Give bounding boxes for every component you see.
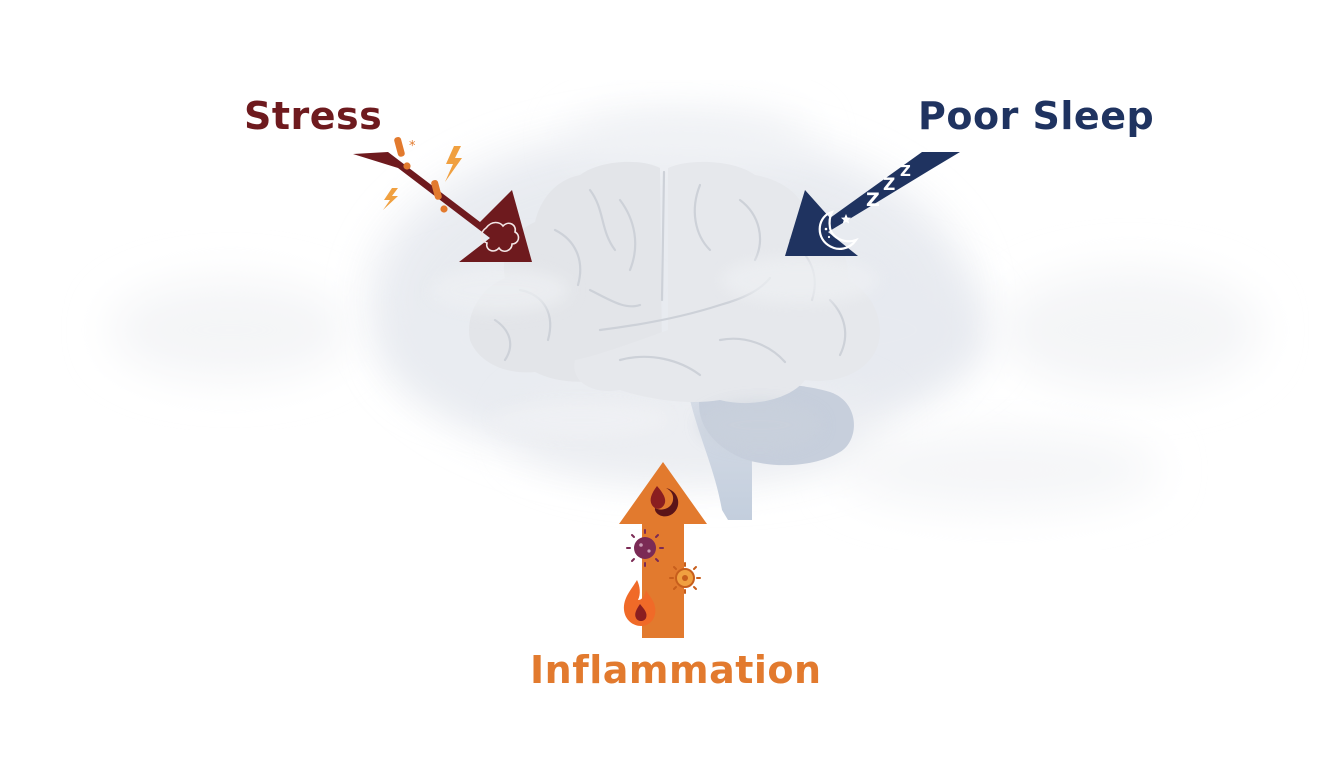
brain-left-hemisphere [469, 161, 662, 382]
flame-icon [623, 580, 656, 626]
lightning-icon [383, 188, 398, 210]
stress-arrow: * [353, 136, 532, 262]
stress-burst-icon [480, 221, 520, 253]
virus-icon [626, 529, 664, 567]
poor-sleep-label: Poor Sleep [918, 94, 1155, 138]
sleep-arrow: Z Z Z [785, 152, 960, 256]
svg-text:Z: Z [866, 189, 880, 211]
star-icon [841, 214, 851, 224]
zzz-icon: Z Z Z [866, 162, 911, 211]
svg-text:Z: Z [900, 162, 911, 180]
svg-text:Z: Z [883, 175, 895, 195]
inflammation-arrow [619, 462, 707, 638]
moon-icon [818, 210, 859, 250]
inflammation-label: Inflammation [530, 648, 822, 692]
crescent-icon [654, 488, 679, 517]
blood-drop-icon [650, 486, 666, 509]
spark-icon: * [409, 139, 416, 154]
lightning-icon [445, 146, 462, 182]
fog-foreground [430, 256, 880, 447]
exclamation-icon [431, 179, 448, 213]
stress-label: Stress [244, 94, 383, 138]
bacteria-icon [669, 562, 701, 594]
exclamation-icon [394, 136, 411, 170]
